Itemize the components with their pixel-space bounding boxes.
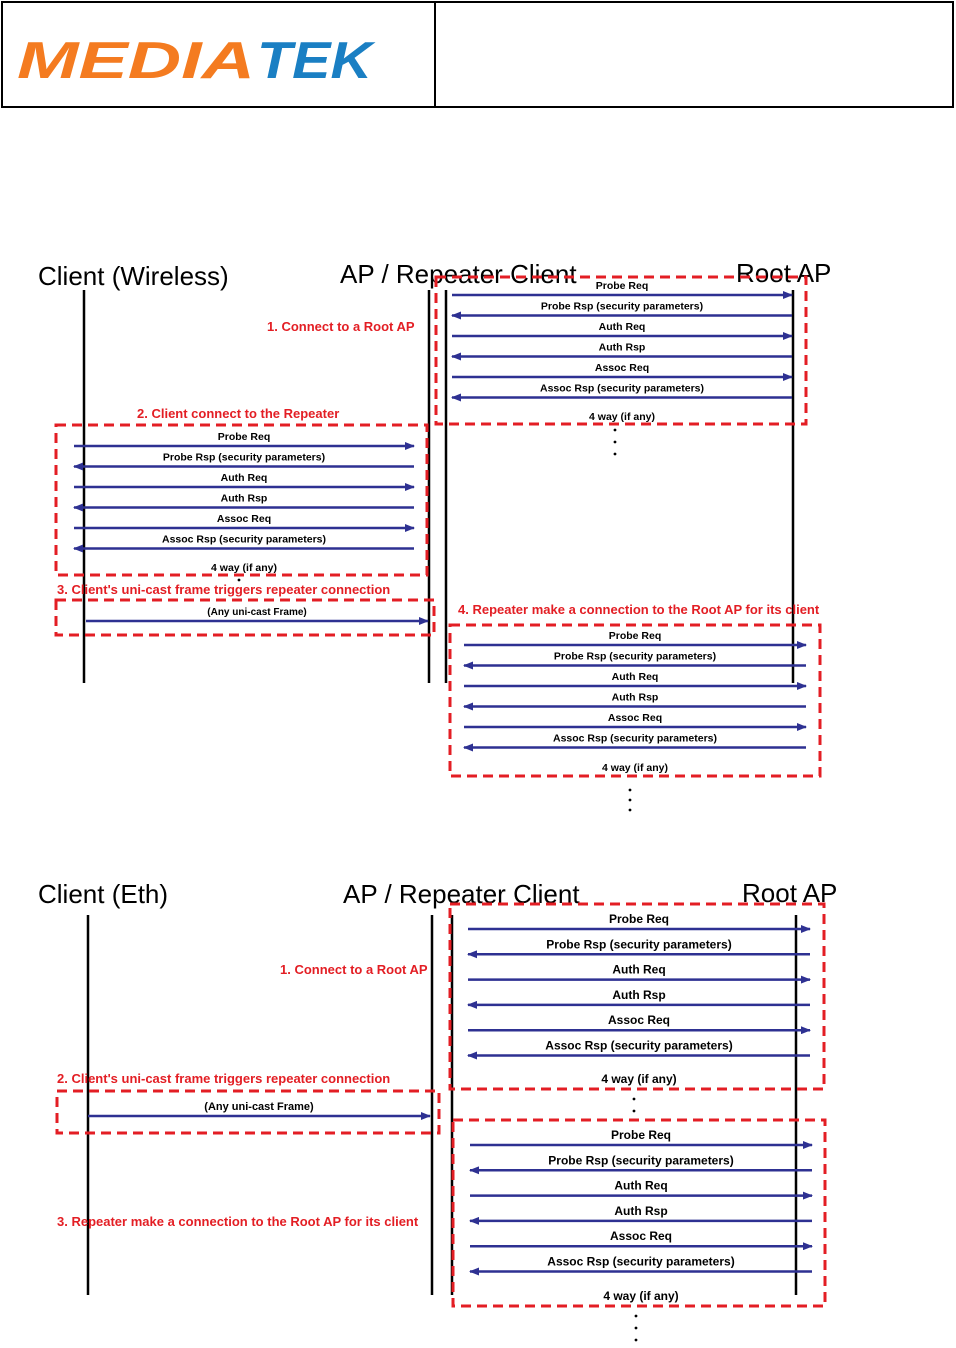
message-label: Auth Req <box>221 472 268 484</box>
message-label: 4 way (if any) <box>602 762 668 774</box>
mediatek-logo: MEDIA TEK <box>17 36 376 84</box>
message-label: Assoc Req <box>608 712 662 724</box>
continuation-dot <box>628 788 632 792</box>
message-label: Auth Rsp <box>599 342 646 354</box>
message-label: Auth Rsp <box>221 493 268 505</box>
message-label: Probe Req <box>611 1128 671 1142</box>
message-label: 4 way (if any) <box>211 562 277 574</box>
step-label: 1. Connect to a Root AP <box>267 319 415 334</box>
continuation-dot <box>237 578 241 582</box>
message-label: Assoc Rsp (security parameters) <box>162 534 326 546</box>
continuation-dot <box>632 1097 636 1101</box>
step1-box <box>448 902 826 1091</box>
continuation-dot <box>613 440 617 444</box>
message-label: Probe Rsp (security parameters) <box>548 1153 733 1167</box>
step-label: 2. Client's uni-cast frame triggers repe… <box>57 1071 390 1086</box>
continuation-dot <box>613 428 617 432</box>
continuation-dot <box>634 1314 638 1318</box>
message-label: (Any uni-cast Frame) <box>204 1101 314 1113</box>
continuation-dot <box>628 798 632 802</box>
message-label: Auth Rsp <box>612 692 659 704</box>
step4-box <box>448 623 822 778</box>
message-label: Assoc Rsp (security parameters) <box>547 1255 734 1269</box>
continuation-dot <box>634 1326 638 1330</box>
logo-tek: TEK <box>257 36 376 84</box>
message-label: (Any uni-cast Frame) <box>207 607 306 618</box>
continuation-dot <box>628 808 632 812</box>
continuation-dot <box>632 1109 636 1113</box>
message-label: Assoc Req <box>610 1229 672 1243</box>
step2-box <box>55 1089 441 1135</box>
step-label: 4. Repeater make a connection to the Roo… <box>458 602 820 617</box>
message-label: 4 way (if any) <box>601 1072 676 1086</box>
continuation-dot <box>634 1338 638 1342</box>
header-divider <box>434 3 436 106</box>
step-label: 3. Repeater make a connection to the Roo… <box>57 1214 419 1229</box>
message-label: Probe Rsp (security parameters) <box>163 452 325 464</box>
step2-box <box>54 423 429 577</box>
step-label: 2. Client connect to the Repeater <box>137 406 339 421</box>
actor-label: AP / Repeater Client <box>343 879 580 909</box>
message-label: Probe Rsp (security parameters) <box>541 301 703 313</box>
message-label: Probe Req <box>609 912 669 926</box>
actor-label: Client (Wireless) <box>38 261 229 291</box>
message-label: Auth Req <box>612 963 665 977</box>
message-label: Assoc Rsp (security parameters) <box>553 733 717 745</box>
message-label: Auth Req <box>599 321 646 333</box>
message-label: Assoc Req <box>217 513 271 525</box>
step1-box <box>434 275 808 426</box>
message-label: Assoc Req <box>608 1013 670 1027</box>
message-label: 4 way (if any) <box>603 1289 678 1303</box>
step3-box <box>451 1118 827 1308</box>
message-label: Auth Rsp <box>612 988 665 1002</box>
message-label: Probe Rsp (security parameters) <box>554 651 716 663</box>
message-label: Auth Req <box>612 671 659 683</box>
wireless-client-diagram: Client (Wireless) AP / Repeater Client Roo… <box>38 258 831 812</box>
step-label: 3. Client's uni-cast frame triggers repe… <box>57 582 390 597</box>
message-label: Auth Rsp <box>614 1204 667 1218</box>
message-label: Assoc Rsp (security parameters) <box>545 1039 732 1053</box>
actor-label: Root AP <box>736 258 831 288</box>
message-label: Assoc Req <box>595 362 649 374</box>
message-label: Probe Rsp (security parameters) <box>546 937 731 951</box>
logo-media: MEDIA <box>17 36 255 84</box>
actor-label: AP / Repeater Client <box>340 259 577 289</box>
actor-label: Client (Eth) <box>38 879 168 909</box>
message-label: Probe Req <box>609 630 662 642</box>
step-label: 1. Connect to a Root AP <box>280 962 428 977</box>
message-label: Auth Req <box>614 1179 667 1193</box>
message-label: 4 way (if any) <box>589 411 655 423</box>
message-label: Probe Req <box>596 280 649 292</box>
message-label: Probe Req <box>218 431 271 443</box>
message-label: Assoc Rsp (security parameters) <box>540 383 704 395</box>
step3-box <box>54 598 436 637</box>
continuation-dot <box>613 452 617 456</box>
document-header: MEDIA TEK <box>1 1 954 108</box>
